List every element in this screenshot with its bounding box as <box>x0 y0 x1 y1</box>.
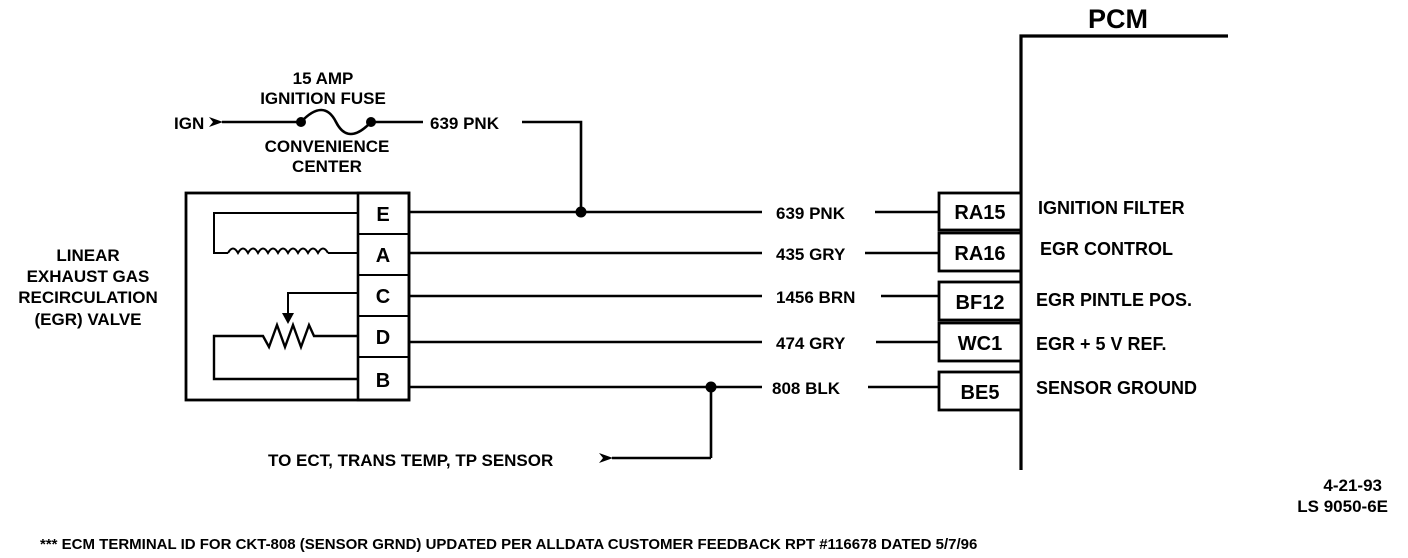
potentiometer-icon <box>212 321 358 381</box>
pcm-terminal-id: BF12 <box>956 292 1005 314</box>
wire-label: 808 BLK <box>772 379 841 398</box>
pcm-terminal-box <box>937 370 1023 412</box>
pcm-terminal-id: WC1 <box>958 333 1002 355</box>
solenoid-coil-icon <box>227 247 329 256</box>
pcm-terminal-box <box>937 191 1023 232</box>
valve-label-line: EXHAUST GAS <box>27 267 150 286</box>
diagram-code: LS 9050-6E <box>1297 497 1388 516</box>
fuse-location-label-2: CENTER <box>292 157 362 176</box>
pcm-function-label: EGR CONTROL <box>1040 239 1173 259</box>
wire-label: 435 GRY <box>776 245 846 264</box>
pin-c: C <box>376 286 390 308</box>
pcm-terminal-id: BE5 <box>961 382 1000 404</box>
wire-label: 639 PNK <box>776 204 846 223</box>
wire-label: 1456 BRN <box>776 288 855 307</box>
fuse-feed-wire-right <box>522 120 583 212</box>
wire-label: 474 GRY <box>776 334 846 353</box>
fuse-location-label: CONVENIENCE <box>265 137 390 156</box>
fuse-icon <box>300 108 372 136</box>
pin-b: B <box>376 370 390 392</box>
valve-label-line: LINEAR <box>56 246 119 265</box>
pcm-terminal-id: RA15 <box>954 202 1005 224</box>
fuse-name-label: IGNITION FUSE <box>260 89 386 108</box>
solenoid-lead <box>213 212 358 254</box>
ground-destination-label: TO ECT, TRANS TEMP, TP SENSOR <box>268 451 553 470</box>
fuse-feed-wire-label: 639 PNK <box>430 114 500 133</box>
ign-label: IGN <box>174 114 204 133</box>
pcm-function-label: EGR + 5 V REF. <box>1036 334 1167 354</box>
wiper-lead <box>287 292 358 318</box>
pcm-function-label: EGR PINTLE POS. <box>1036 290 1192 310</box>
pcm-terminal-id: RA16 <box>954 243 1005 265</box>
valve-label-line: (EGR) VALVE <box>34 310 141 329</box>
valve-label-line: RECIRCULATION <box>18 288 157 307</box>
diagram-date: 4-21-93 <box>1323 476 1382 495</box>
splice-639 <box>575 206 587 218</box>
pcm-terminal-box <box>937 321 1023 363</box>
fuse-amp-label: 15 AMP <box>293 69 354 88</box>
pcm-title: PCM <box>1088 4 1148 34</box>
feedback-note: *** ECM TERMINAL ID FOR CKT-808 (SENSOR … <box>40 536 977 553</box>
pin-d: D <box>376 327 390 349</box>
pcm-terminal-box <box>937 280 1023 322</box>
wiper-arrow-icon <box>282 313 294 324</box>
pin-e: E <box>376 204 389 226</box>
valve-body <box>184 191 411 402</box>
pin-a: A <box>376 245 390 267</box>
pcm-terminal-box <box>937 231 1023 273</box>
pcm-function-label: IGNITION FILTER <box>1038 198 1185 218</box>
pcm-function-label: SENSOR GROUND <box>1036 378 1197 398</box>
